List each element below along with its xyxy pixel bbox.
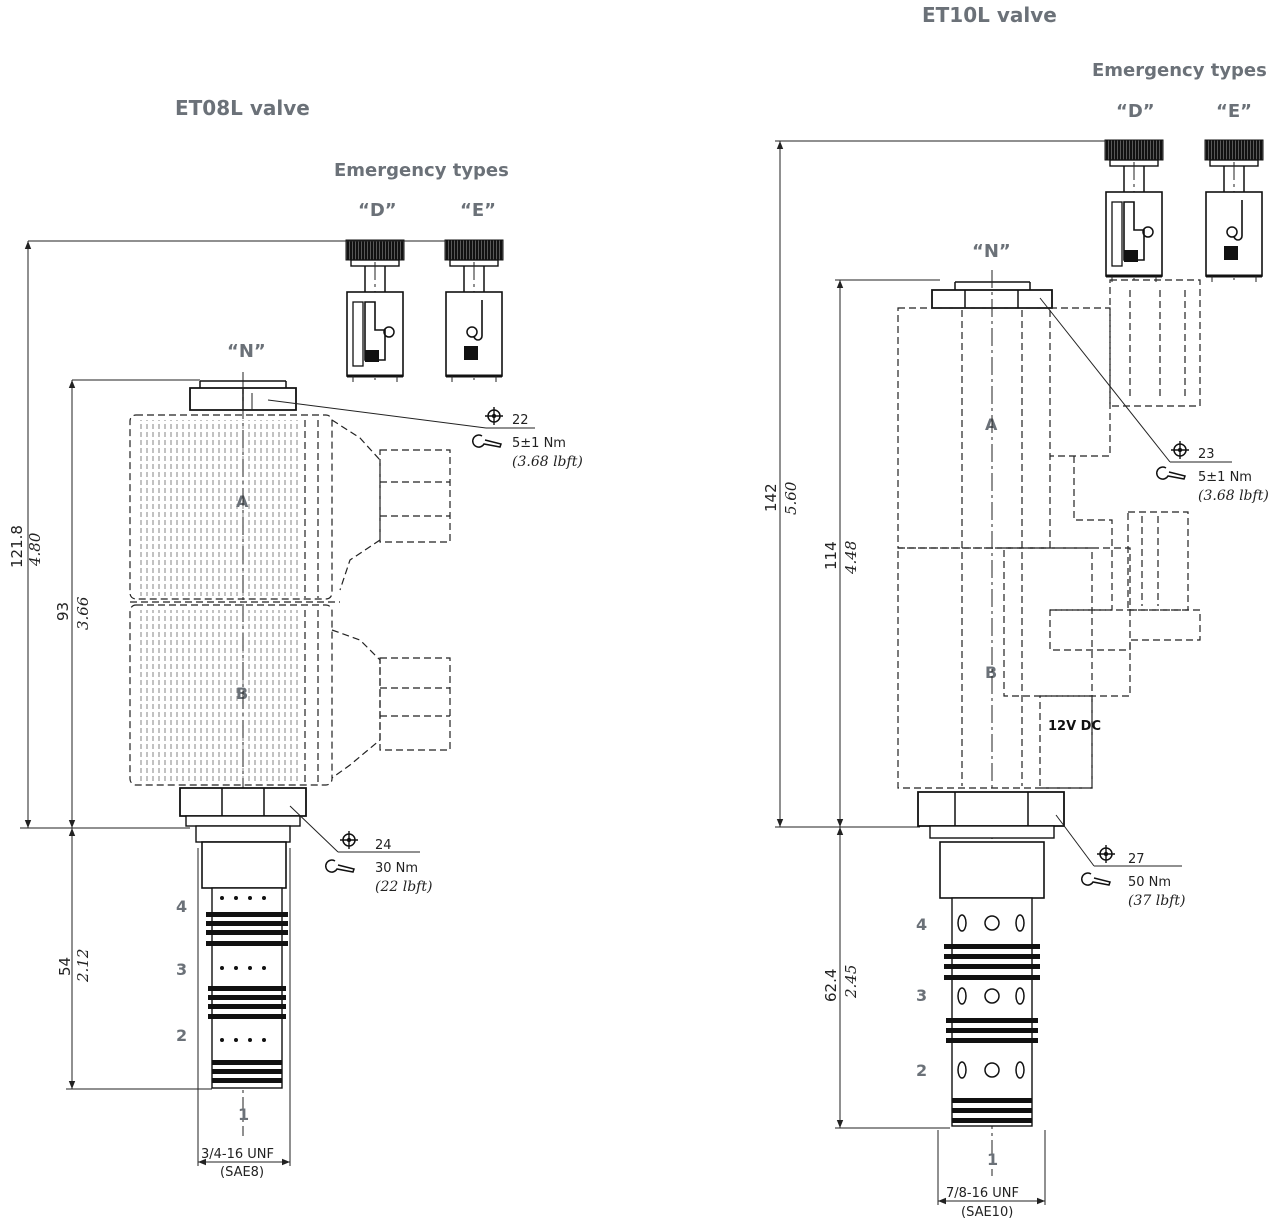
et08l-bottom-nut-torque: 30 Nm <box>375 861 418 876</box>
et08l-bottom-nut-wrench-icon <box>325 859 355 873</box>
et10l-port-3: 3 <box>916 986 927 1005</box>
et10l-bottom-nut-torque: 50 Nm <box>1128 875 1171 890</box>
et08l-dim-cart-mm: 54 <box>56 957 74 976</box>
et08l-emergency-d-knob <box>344 238 406 384</box>
et10l-dim-coil-mm: 114 <box>822 541 840 570</box>
et08l-top-nut-size: 22 <box>512 413 529 428</box>
et10l-type-e-label: “E” <box>1216 101 1252 122</box>
et10l-bottom-nut-hex-icon <box>1096 844 1116 864</box>
et08l-bottom-nut-torque-imp: (22 lbft) <box>375 879 432 895</box>
et08l-top-nut-hex-icon <box>484 406 504 426</box>
et10l-voltage-label: 12V DC <box>1048 719 1101 734</box>
et08l-type-e-label: “E” <box>460 200 496 221</box>
et10l-port-2: 2 <box>916 1061 927 1080</box>
et10l-bottom-nut-wrench-icon <box>1081 872 1111 886</box>
et10l-top-nut-wrench-icon <box>1156 466 1186 480</box>
et08l-thread-sae-label: (SAE8) <box>220 1165 264 1180</box>
et10l-emergency-e-knob <box>1203 138 1265 284</box>
et08l-dim-total-in: 4.80 <box>26 532 44 567</box>
et10l-top-nut-torque: 5±1 Nm <box>1198 470 1252 485</box>
et10l-dim-coil-in: 4.48 <box>842 541 860 575</box>
et08l-coil-b-label: B <box>236 684 248 703</box>
et10l-type-d-label: “D” <box>1116 101 1155 122</box>
et10l-valve-drawing: ET10L valve Emergency types “D” “E” “N” … <box>762 3 1269 1220</box>
et10l-dim-total-in: 5.60 <box>782 481 800 515</box>
et10l-bottom-nut-size: 27 <box>1128 852 1145 867</box>
et10l-top-nut-hex-icon <box>1170 440 1190 460</box>
et08l-dim-cart-in: 2.12 <box>74 949 92 983</box>
et10l-dim-cart-mm: 62.4 <box>822 969 840 1002</box>
et08l-port-2: 2 <box>176 1026 187 1045</box>
et10l-type-n-label: “N” <box>972 241 1011 262</box>
et08l-type-d-label: “D” <box>358 200 397 221</box>
et10l-coil-b-label: B <box>985 663 997 682</box>
et10l-port-4: 4 <box>916 915 927 934</box>
et08l-dim-coil-in: 3.66 <box>74 596 92 630</box>
et08l-bottom-nut-size: 24 <box>375 838 392 853</box>
et08l-valve-drawing: ET08L valve Emergency types “D” “E” “N” … <box>8 96 583 1180</box>
et08l-port-3: 3 <box>176 960 187 979</box>
et08l-port-1: 1 <box>238 1105 249 1124</box>
et08l-top-nut-torque: 5±1 Nm <box>512 436 566 451</box>
et08l-type-n-label: “N” <box>227 341 266 362</box>
et10l-dim-total-mm: 142 <box>762 483 780 512</box>
et08l-emergency-e-knob <box>443 238 505 384</box>
et10l-top-nut-torque-imp: (3.68 lbft) <box>1198 488 1269 504</box>
et10l-port-1: 1 <box>987 1150 998 1169</box>
et10l-title: ET10L valve <box>922 3 1057 27</box>
et08l-top-nut-wrench-icon <box>472 434 502 448</box>
et10l-emergency-d-knob <box>1103 138 1165 284</box>
et10l-bottom-nut-torque-imp: (37 lbft) <box>1128 893 1185 909</box>
et08l-emergency-title: Emergency types <box>334 160 509 181</box>
et08l-bottom-nut-hex-icon <box>339 830 359 850</box>
et08l-dim-coil-mm: 93 <box>54 602 72 621</box>
et08l-top-nut-torque-imp: (3.68 lbft) <box>512 454 583 470</box>
et08l-title: ET08L valve <box>175 96 310 120</box>
et08l-dim-total-mm: 121.8 <box>8 525 26 568</box>
et08l-port-4: 4 <box>176 897 187 916</box>
et10l-dim-cart-in: 2.45 <box>842 965 860 999</box>
et10l-thread-label: 7/8-16 UNF <box>946 1186 1019 1201</box>
et10l-top-nut-size: 23 <box>1198 447 1215 462</box>
et10l-emergency-title: Emergency types <box>1092 60 1267 81</box>
et08l-thread-label: 3/4-16 UNF <box>201 1147 274 1162</box>
et10l-thread-sae-label: (SAE10) <box>961 1205 1013 1220</box>
